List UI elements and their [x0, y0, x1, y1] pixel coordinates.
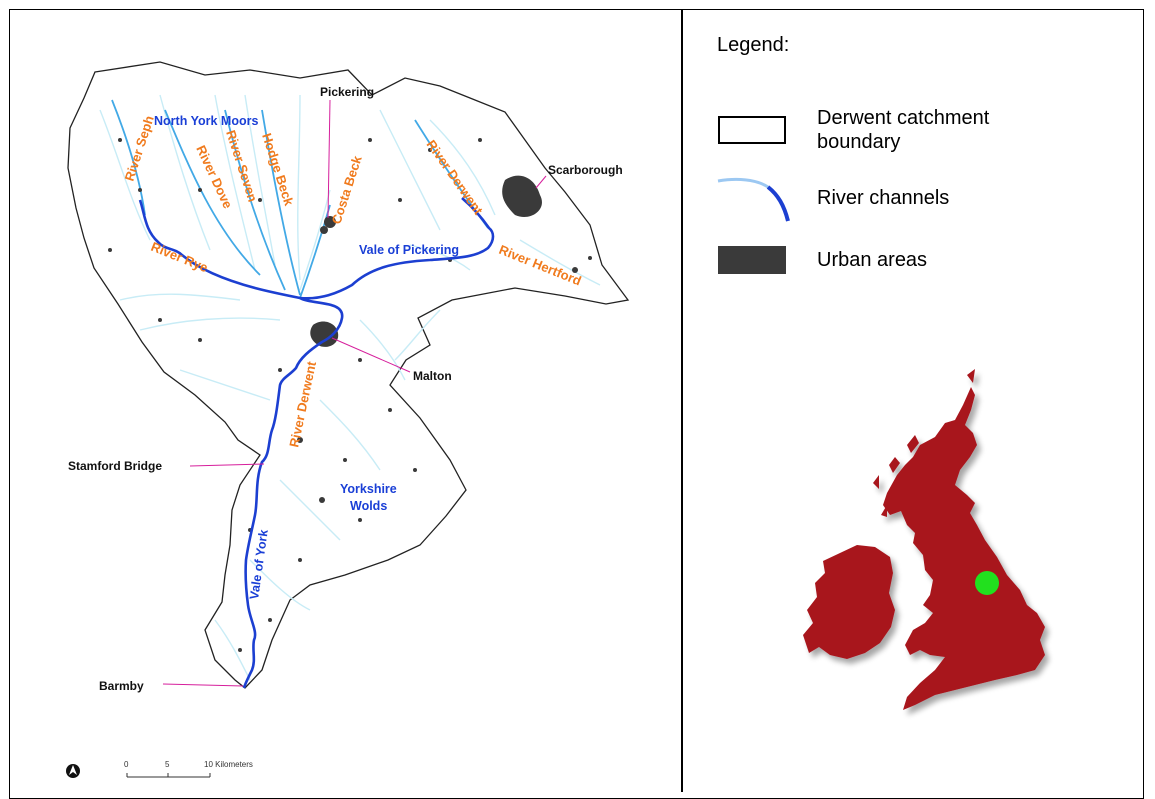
- leader-lines: [162, 99, 547, 687]
- catchment-map: Pickering Scarborough Malton Stamford Br…: [66, 61, 630, 778]
- catchment-boundary: [67, 61, 630, 689]
- minor-streams: [99, 94, 601, 681]
- great-britain-landmass: [883, 375, 1045, 710]
- region-label-wolds: Wolds: [350, 499, 387, 513]
- town-label-barmby: Barmby: [99, 679, 144, 693]
- scale-tick-0: 0: [124, 760, 129, 769]
- urban-fill-swatch: [718, 246, 786, 274]
- river-line-swatch: [717, 177, 790, 222]
- boundary-box-swatch: [718, 116, 786, 144]
- legend-label-catchment: Derwent catchment boundary: [817, 107, 990, 153]
- region-label-vale-of-pickering: Vale of Pickering: [359, 243, 459, 257]
- scale-tick-5: 5: [165, 760, 170, 769]
- legend-label-river: River channels: [817, 187, 950, 209]
- urban-areas: [108, 138, 592, 652]
- legend-label-urban: Urban areas: [817, 249, 928, 271]
- town-label-stamford-bridge: Stamford Bridge: [68, 459, 162, 473]
- town-label-pickering: Pickering: [320, 85, 374, 99]
- scale-bar: 0 5 10 Kilometers: [124, 760, 253, 778]
- legend-title: Legend:: [717, 34, 790, 56]
- panel-divider: [681, 9, 683, 792]
- study-site-marker: [975, 571, 999, 595]
- region-label-north-york-moors: North York Moors: [154, 114, 258, 128]
- town-label-scarborough: Scarborough: [548, 163, 623, 177]
- scale-tick-10-km: 10 Kilometers: [204, 760, 253, 769]
- ireland-landmass: [803, 545, 895, 659]
- uk-location-inset: [803, 369, 1045, 710]
- north-arrow-icon: [66, 764, 80, 778]
- main-rivers: [138, 197, 495, 689]
- region-label-yorkshire: Yorkshire: [340, 482, 397, 496]
- town-label-malton: Malton: [413, 369, 452, 383]
